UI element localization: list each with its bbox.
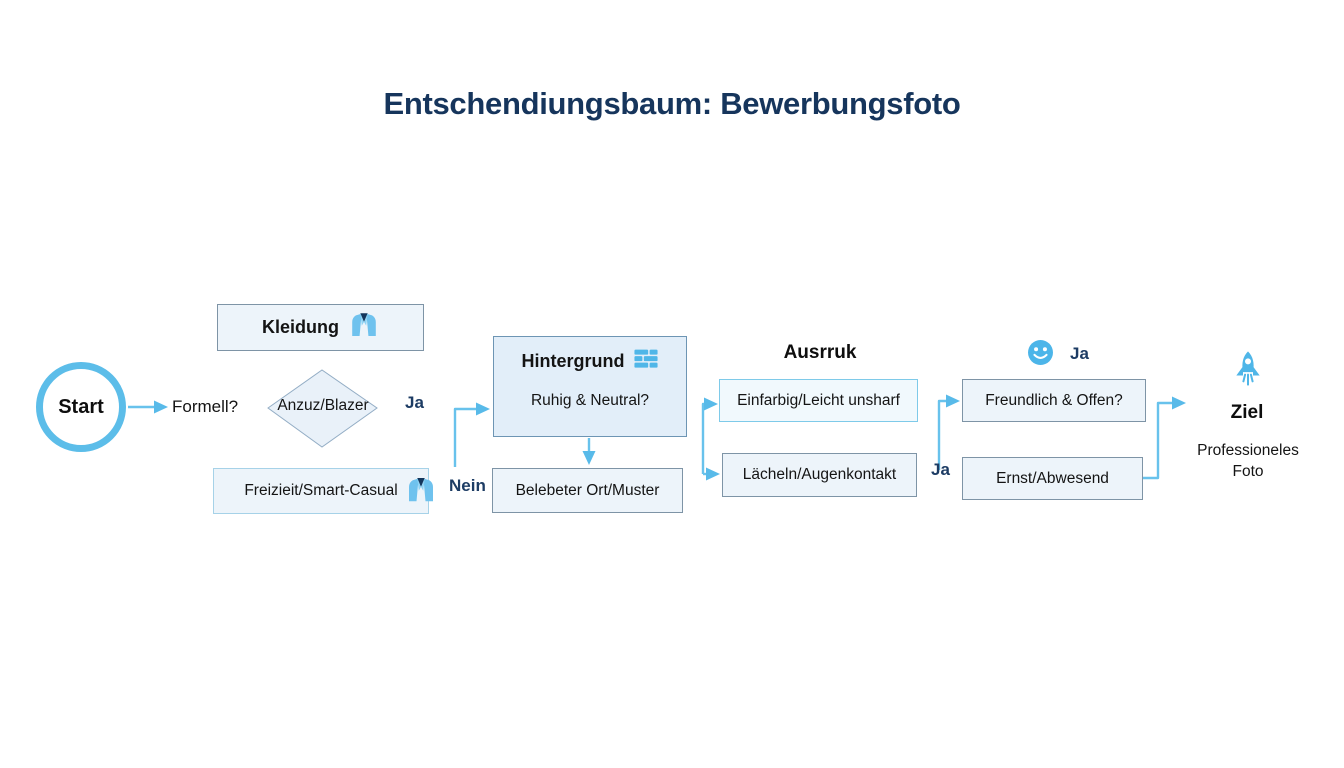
start-node: Start [36, 362, 126, 452]
ziel-subtitle: Professioneles Foto [1197, 442, 1299, 480]
belebter-label: Belebeter Ort/Muster [515, 481, 660, 499]
freizeit-node: Freizieit/Smart-Casual [213, 468, 433, 514]
decision-diamond-shape [267, 369, 378, 448]
edge-label-ja-smiley: Ja [1070, 344, 1089, 363]
formell-question: Formell? [172, 397, 239, 416]
suit-jacket-icon [406, 475, 436, 510]
ernst-node: Ernst/Abwesend [962, 457, 1143, 500]
page-title: Entschendiungsbaum: Bewerbungsfoto [383, 86, 961, 121]
ausdruck-heading: Ausrruk [783, 342, 857, 363]
einfarbig-label: Einfarbig/Leicht unsharf [737, 391, 900, 409]
belebter-node: Belebeter Ort/Muster [492, 468, 683, 513]
edge-label-ja-diamond: Ja [405, 393, 424, 412]
hintergrund-title: Hintergrund [521, 351, 625, 371]
edge-split-einfarbig [701, 397, 718, 474]
kleidung-node: Kleidung [217, 304, 424, 351]
edge-label-nein: Nein [449, 476, 486, 495]
kleidung-label: Kleidung [262, 317, 339, 337]
rocket-icon [1233, 346, 1263, 395]
edge-freizeit-hintergrund [453, 402, 490, 467]
suit-jacket-icon [349, 311, 379, 344]
edge-ja-freundlich [937, 394, 960, 470]
decision-diamond-label: Anzuz/Blazer [277, 397, 369, 414]
hintergrund-question: Ruhig & Neutral? [530, 392, 650, 409]
laecheln-node: Lächeln/Augenkontakt [722, 453, 917, 497]
freundlich-label: Freundlich & Offen? [985, 391, 1123, 409]
edge-ernst-ziel [1143, 396, 1186, 480]
freizeit-label: Freizieit/Smart-Casual [244, 482, 398, 499]
hintergrund-node: Hintergrund Ruhig & Neutral? [493, 336, 687, 437]
edge-label-ja-ernst: Ja [931, 460, 950, 479]
freundlich-node: Freundlich & Offen? [962, 379, 1146, 422]
brick-wall-icon [633, 348, 659, 375]
einfarbig-node: Einfarbig/Leicht unsharf [719, 379, 918, 422]
start-label: Start [58, 395, 104, 418]
ernst-label: Ernst/Abwesend [996, 469, 1109, 487]
ziel-title: Ziel [1230, 402, 1264, 423]
laecheln-label: Lächeln/Augenkontakt [742, 466, 897, 483]
smiley-icon [1026, 338, 1055, 372]
